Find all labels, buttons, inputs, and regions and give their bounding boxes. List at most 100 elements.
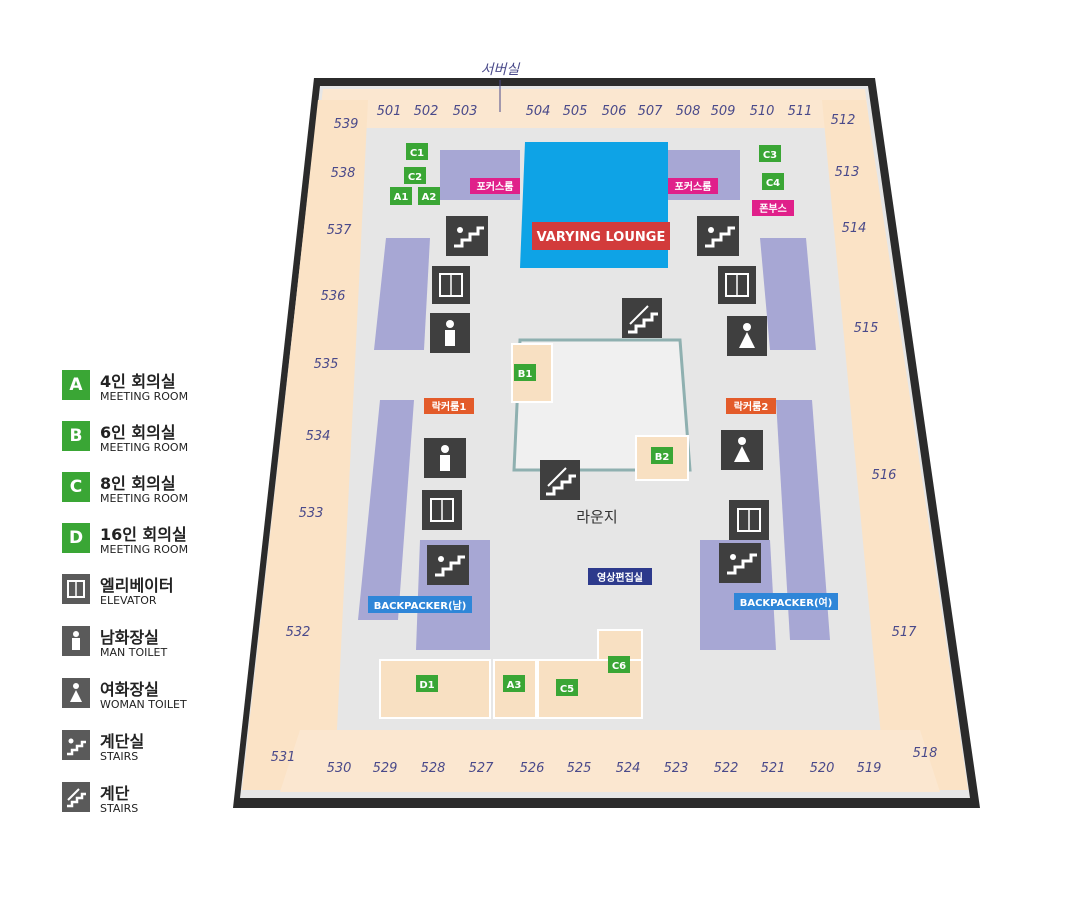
- badge-c4-box: [762, 173, 784, 190]
- legend-a-en: MEETING ROOM: [100, 390, 189, 403]
- legend-d-en: MEETING ROOM: [100, 543, 189, 556]
- room-517: 517: [892, 625, 918, 640]
- badge-b1: B1: [518, 369, 533, 380]
- badge-a2: A2: [422, 192, 437, 203]
- room-510: 510: [750, 104, 775, 119]
- room-519: 519: [857, 761, 882, 776]
- backpacker-male-label: BACKPACKER(남): [374, 599, 467, 612]
- legend-stairs-en: STAIRS: [100, 802, 139, 815]
- badge-c5-box: [556, 679, 578, 696]
- stairs-icon: [540, 460, 580, 500]
- legend-b-ko: 6인 회의실: [100, 423, 176, 442]
- badge-c2: C2: [408, 172, 422, 183]
- badge-b1-box: [514, 364, 536, 381]
- focus-room-left-label: 포커스룸: [477, 180, 514, 193]
- room-520: 520: [810, 761, 835, 776]
- locker-room-1-badge: [424, 398, 474, 414]
- room-524: 524: [616, 761, 641, 776]
- stairwell-icon: [697, 216, 739, 256]
- left-room-strip: [242, 100, 368, 790]
- stairwell-icon: [427, 545, 469, 585]
- room-534: 534: [306, 429, 331, 444]
- legend-elevator-en: ELEVATOR: [100, 594, 157, 607]
- badge-d1-box: [416, 675, 438, 692]
- room-531: 531: [271, 750, 296, 765]
- map-icons: [422, 216, 769, 585]
- focus-room-left-badge: [470, 178, 520, 194]
- badge-c5: C5: [560, 684, 574, 695]
- meeting-badges: C1 C2 A1 A2 C3 C4 B1 B2 D1 A3 C5 C6: [390, 143, 784, 696]
- badge-c1: C1: [410, 148, 424, 159]
- room-514: 514: [842, 221, 867, 236]
- legend-item-woman-toilet: 여화장실 WOMAN TOILET: [62, 676, 262, 716]
- room-527: 527: [469, 761, 495, 776]
- legend-c-ko: 8인 회의실: [100, 474, 176, 493]
- badge-c1-box: [406, 143, 428, 160]
- badge-b2: B2: [655, 452, 670, 463]
- stairwell-icon: [719, 543, 761, 583]
- badge-a1: A1: [394, 192, 409, 203]
- meeting-b-badge: B: [62, 421, 90, 451]
- room-504: 504: [526, 104, 551, 119]
- legend-stairs-ko: 계단: [100, 784, 130, 803]
- legend-woman-toilet-en: WOMAN TOILET: [100, 698, 187, 711]
- server-room-label: 서버실: [481, 62, 521, 78]
- man-toilet-icon: [62, 626, 90, 656]
- stairwell-icon: [62, 730, 90, 760]
- meeting-a-badge: A: [62, 370, 90, 400]
- room-509: 509: [711, 104, 736, 119]
- meeting-d-badge: D: [62, 523, 90, 553]
- right-room-labels: 512 513 514 515 516 517 518: [831, 113, 938, 761]
- legend-item-d: D 16인 회의실 MEETING ROOM: [62, 521, 262, 561]
- legend-d-ko: 16인 회의실: [100, 525, 187, 544]
- room-506: 506: [602, 104, 627, 119]
- woman-toilet-icon: [721, 430, 763, 470]
- legend-b-en: MEETING ROOM: [100, 441, 189, 454]
- room-503: 503: [453, 104, 478, 119]
- badge-c4: C4: [766, 178, 780, 189]
- bottom-room-strip: [280, 730, 940, 792]
- legend-stairwell-ko: 계단실: [100, 732, 145, 751]
- room-528: 528: [421, 761, 446, 776]
- room-516: 516: [872, 468, 897, 483]
- man-toilet-icon: [424, 438, 466, 478]
- man-toilet-icon: [430, 313, 470, 353]
- focus-room-right-label: 포커스룸: [675, 180, 712, 193]
- legend-item-c: C 8인 회의실 MEETING ROOM: [62, 470, 262, 510]
- elevator-icon: [729, 500, 769, 540]
- legend-man-toilet-ko: 남화장실: [100, 628, 159, 647]
- room-505: 505: [563, 104, 588, 119]
- legend-stairwell-en: STAIRS: [100, 750, 139, 763]
- badge-c6-box: [608, 656, 630, 673]
- badge-c3-box: [759, 145, 781, 162]
- stairs-icon: [622, 298, 662, 338]
- elevator-icon: [62, 574, 90, 604]
- legend-c-en: MEETING ROOM: [100, 492, 189, 505]
- badge-c2-box: [404, 167, 426, 184]
- badge-a3-box: [503, 675, 525, 692]
- room-535: 535: [314, 357, 339, 372]
- room-536: 536: [321, 289, 346, 304]
- room-507: 507: [638, 104, 664, 119]
- room-532: 532: [286, 625, 311, 640]
- varying-lounge-label: VARYING LOUNGE: [537, 230, 666, 245]
- backpacker-male-badge: [368, 596, 472, 613]
- elevator-icon: [432, 266, 470, 304]
- backpacker-female-label: BACKPACKER(여): [740, 596, 833, 609]
- elevator-icon: [718, 266, 756, 304]
- stairs-icon: [62, 782, 90, 812]
- legend-a-ko: 4인 회의실: [100, 372, 176, 391]
- legend-item-stairwell: 계단실 STAIRS: [62, 728, 262, 768]
- legend-elevator-ko: 엘리베이터: [100, 576, 174, 595]
- meeting-c-badge: C: [62, 472, 90, 502]
- legend-item-stairs: 계단 STAIRS: [62, 780, 262, 820]
- room-537: 537: [327, 223, 353, 238]
- phone-booth-label: 폰부스: [759, 203, 787, 215]
- locker-room-2-badge: [726, 398, 776, 414]
- video-edit-room-label: 영상편집실: [597, 571, 643, 584]
- badge-b2-box: [651, 447, 673, 464]
- room-521: 521: [761, 761, 786, 776]
- room-522: 522: [714, 761, 739, 776]
- room-539: 539: [334, 117, 359, 132]
